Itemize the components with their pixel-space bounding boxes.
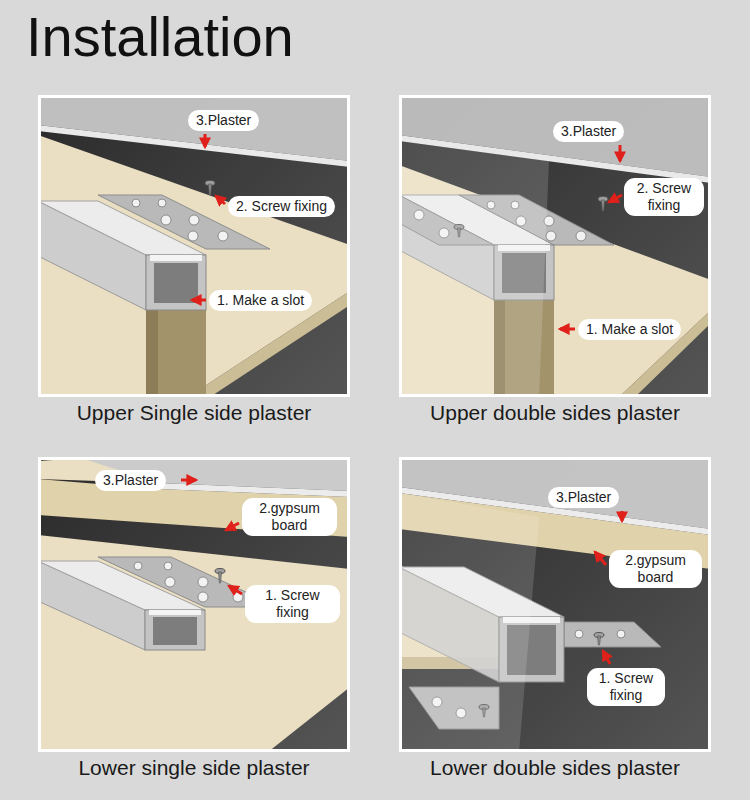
installation-panel: Lower double sides plaster3.Plaster2.gyp… [399,457,711,752]
page-title: Installation [26,6,294,68]
callout-label: 2. Screw fixing [228,196,335,217]
callout-label: 3.Plaster [553,121,624,142]
panel-caption: Lower double sides plaster [430,755,680,780]
callout-text: 2.gypsum board [617,552,694,586]
caption-holder: Lower double sides plaster [362,755,748,780]
callout-label: 1. Make a slot [209,290,312,311]
panel-illustration [399,95,711,397]
callout-text: 1. Screw fixing [595,670,657,704]
callout-text: 3.Plaster [556,489,611,506]
callout-label: 1. Make a slot [578,319,681,340]
installation-panel: Upper double sides plaster3.Plaster2. Sc… [399,95,711,397]
installation-panel: Upper Single side plaster3.Plaster2. Scr… [38,95,350,397]
panel-illustration [38,457,350,752]
callout-text: 1. Make a slot [586,321,673,338]
callout-label: 2.gypsum board [242,498,337,536]
panel-caption: Upper Single side plaster [77,400,312,425]
panel-illustration [399,457,711,752]
caption-holder: Upper double sides plaster [362,400,748,425]
caption-holder: Lower single side plaster [1,755,387,780]
callout-arrow [181,480,242,594]
panel-caption: Lower single side plaster [78,755,309,780]
callout-text: 2. Screw fixing [236,198,327,215]
panel-illustration [38,95,350,397]
callout-label: 2. Screw fixing [624,178,704,216]
callout-arrow [560,145,622,329]
callout-text: 2. Screw fixing [632,180,696,214]
callout-label: 2.gypsum board [609,550,702,588]
callout-text: 3.Plaster [561,123,616,140]
callout-text: 3.Plaster [196,112,251,129]
caption-holder: Upper Single side plaster [1,400,387,425]
callout-text: 2.gypsum board [250,500,329,534]
installation-panel: Lower single side plaster3.Plaster2.gyps… [38,457,350,752]
panel-caption: Upper double sides plaster [430,400,680,425]
callout-label: 1. Screw fixing [587,668,665,706]
callout-label: 3.Plaster [548,487,619,508]
callout-arrow [192,134,225,300]
callout-text: 3.Plaster [103,472,158,489]
callout-label: 1. Screw fixing [245,585,340,623]
callout-label: 3.Plaster [188,110,259,131]
callout-text: 1. Screw fixing [253,587,332,621]
callout-text: 1. Make a slot [217,292,304,309]
callout-label: 3.Plaster [95,470,166,491]
